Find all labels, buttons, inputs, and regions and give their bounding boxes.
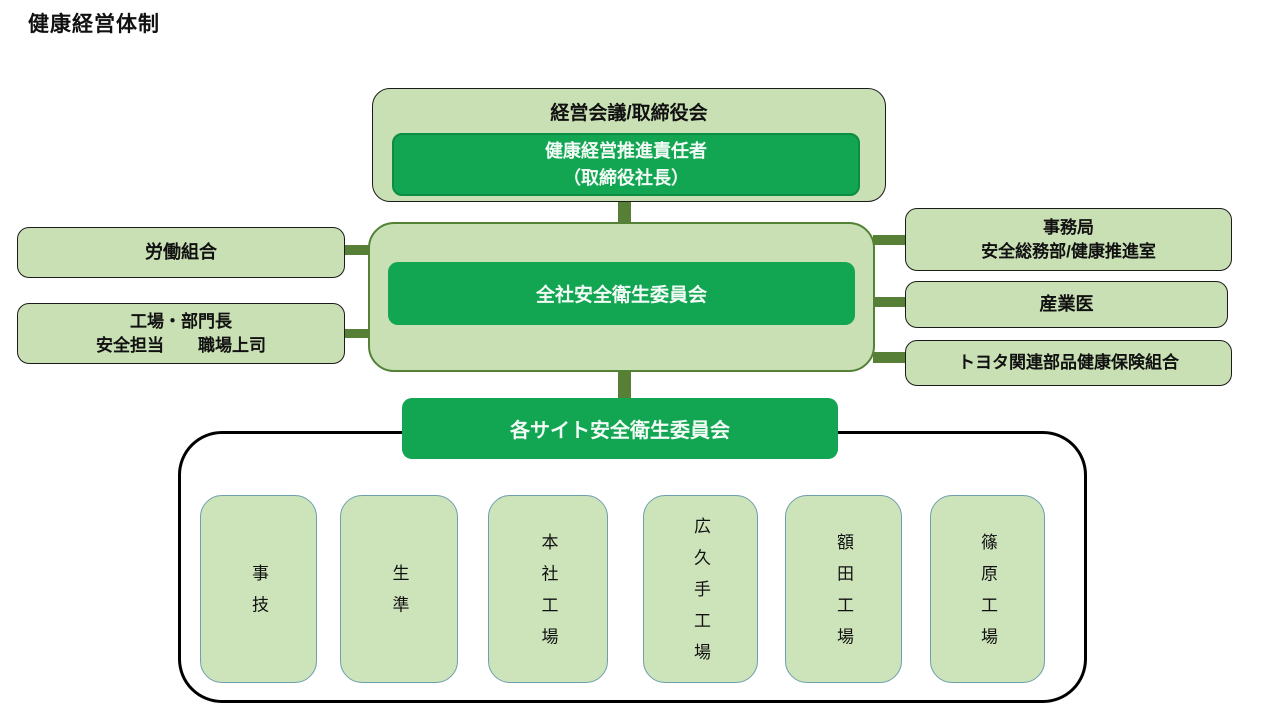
site-safety-committee-label: 各サイト安全衛生委員会 (510, 420, 730, 442)
company-safety-committee-label: 全社安全衛生委員会 (535, 285, 707, 306)
site-box-hirokute: 広久手工場 (643, 495, 758, 683)
site-box-seijun: 生準 (340, 495, 458, 683)
site-box-nukata: 額田工場 (785, 495, 902, 683)
occupational-physician-label: 産業医 (1039, 293, 1094, 314)
site-label: 生準 (389, 564, 409, 628)
plant-dept-line1: 工場・部門長 (130, 311, 232, 331)
health-insurance-union-box: トヨタ関連部品健康保険組合 (905, 340, 1232, 386)
site-label: 額田工場 (834, 532, 853, 659)
site-label: 事技 (249, 564, 268, 628)
connector-plant-dept (343, 329, 370, 338)
site-label: 本社工場 (538, 532, 558, 659)
connector-union (343, 245, 370, 255)
leader-line2: （取締役社長） (563, 167, 689, 188)
leader-line1: 健康経営推進責任者 (545, 141, 707, 162)
labor-union-box: 労働組合 (17, 227, 345, 278)
health-insurance-union-label: トヨタ関連部品健康保険組合 (958, 353, 1179, 373)
site-label: 篠原工場 (978, 532, 997, 659)
connector-physician (873, 297, 907, 307)
connector-insurance (873, 352, 907, 363)
plant-dept-line2: 安全担当 職場上司 (96, 335, 266, 355)
site-box-shinohara: 篠原工場 (930, 495, 1045, 683)
health-promotion-leader-box: 健康経営推進責任者 （取締役社長） (392, 133, 860, 196)
secretariat-line1: 事務局 (1043, 217, 1094, 237)
plant-dept-box: 工場・部門長 安全担当 職場上司 (17, 303, 345, 364)
secretariat-box: 事務局 安全総務部/健康推進室 (905, 208, 1232, 271)
secretariat-line2: 安全総務部/健康推進室 (981, 241, 1156, 261)
company-safety-committee-box: 全社安全衛生委員会 (388, 262, 855, 325)
labor-union-label: 労働組合 (145, 241, 217, 262)
page-title: 健康経営体制 (28, 13, 160, 36)
site-box-jigi: 事技 (200, 495, 317, 683)
connector-secretariat (873, 235, 907, 245)
connector-center-to-site-committee (618, 370, 631, 400)
management-meeting-label: 経営会議/取締役会 (550, 103, 708, 124)
site-box-honsha: 本社工場 (488, 495, 608, 683)
connector-top-to-center (618, 200, 631, 224)
occupational-physician-box: 産業医 (905, 281, 1228, 328)
site-label: 広久手工場 (691, 517, 710, 675)
site-safety-committee-box: 各サイト安全衛生委員会 (402, 398, 838, 459)
